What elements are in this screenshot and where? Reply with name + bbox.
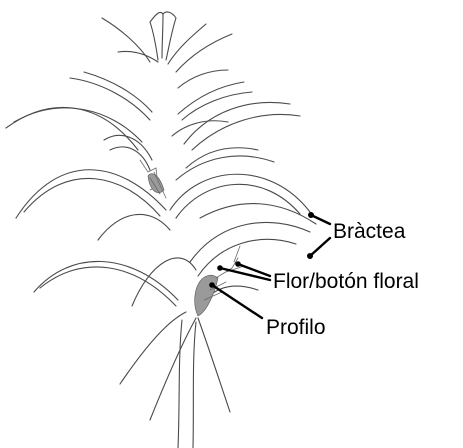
bract-leader-line bbox=[310, 215, 330, 256]
prophyll-leader-line bbox=[212, 285, 262, 318]
bract-label: Bràctea bbox=[333, 220, 406, 243]
plant-drawing bbox=[6, 12, 316, 448]
label-leaders bbox=[209, 212, 330, 318]
flower-leader-line bbox=[220, 264, 270, 280]
prophyll-label: Profilo bbox=[266, 316, 326, 339]
flower-label: Flor/botón floral bbox=[273, 270, 419, 293]
